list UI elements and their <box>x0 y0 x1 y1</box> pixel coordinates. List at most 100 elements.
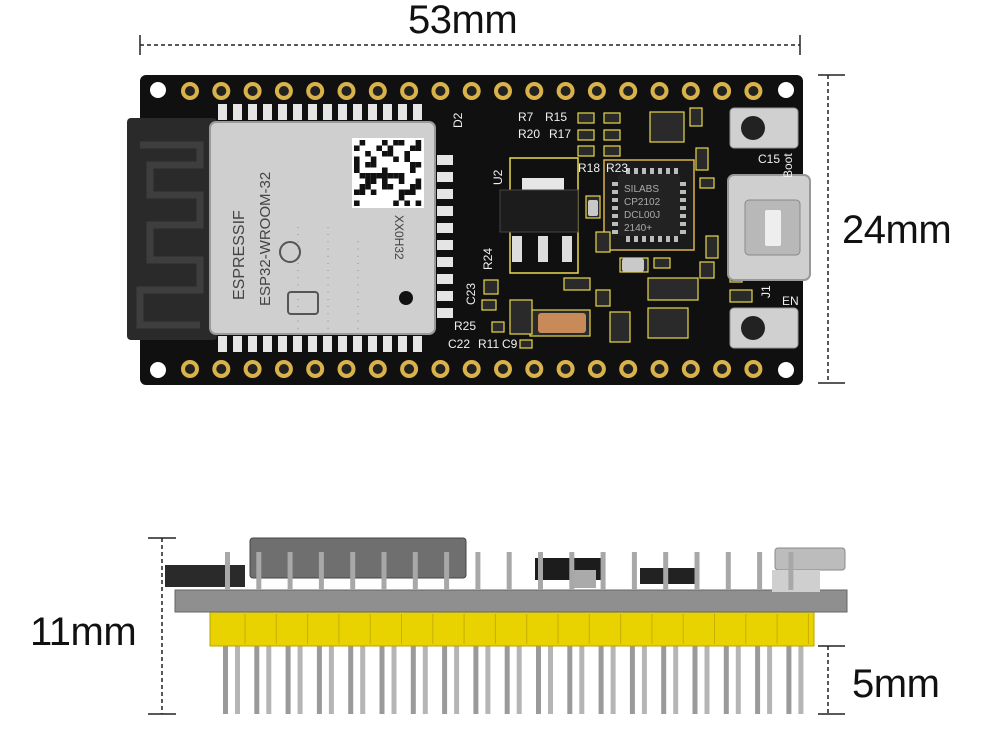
side-pin-tip <box>788 552 794 590</box>
label-boot: Boot <box>781 153 795 178</box>
boot-button-cap[interactable] <box>741 116 765 140</box>
module-brand: ESPRESSIF <box>231 210 248 300</box>
side-pin <box>254 646 260 714</box>
label-c15: C15 <box>758 152 780 166</box>
qr-cell <box>415 200 422 206</box>
chip-pin <box>612 198 618 202</box>
header-pin-hole <box>341 364 352 374</box>
smd-component <box>603 129 621 141</box>
header-pin-hole <box>372 86 383 96</box>
regulator-body <box>499 189 579 233</box>
side-pin-tip <box>381 552 387 590</box>
module-pad <box>383 336 392 352</box>
qr-cell <box>365 162 371 168</box>
side-pin-tip <box>725 552 731 590</box>
module-pad <box>368 104 377 120</box>
side-pin <box>348 646 354 714</box>
capacitor <box>538 313 586 333</box>
header-pin-hole <box>560 364 571 374</box>
module-pad <box>413 336 422 352</box>
label-r25: R25 <box>454 319 476 333</box>
header-pin-hole <box>529 86 540 96</box>
side-pin <box>379 646 385 714</box>
header-pin-hole <box>247 364 258 374</box>
header-pin-hole <box>435 364 446 374</box>
module-pad <box>263 336 272 352</box>
module-pad <box>218 104 227 120</box>
module-pad <box>278 104 287 120</box>
qr-cell <box>404 156 410 162</box>
width-dimension-label: 24mm <box>842 208 952 252</box>
top-dimension-line <box>139 35 801 55</box>
header-pin-hole <box>717 86 728 96</box>
header-pin-hole <box>185 364 195 374</box>
qr-cell <box>354 162 360 168</box>
qr-cell <box>359 173 366 179</box>
qr-cell <box>410 184 416 190</box>
side-pin <box>285 646 291 714</box>
qr-cell <box>382 167 388 173</box>
label-r18: R18 <box>578 161 600 175</box>
header-pin-hole <box>185 86 195 96</box>
side-pin <box>641 646 647 714</box>
smd-component <box>729 289 753 303</box>
header-pin-hole <box>717 364 728 374</box>
module-pads-top <box>218 104 422 120</box>
chip-pin <box>680 214 686 218</box>
en-button-cap[interactable] <box>741 316 765 340</box>
header-pins-bottom-row <box>181 360 763 378</box>
side-pin <box>223 646 228 714</box>
capacitor-side <box>570 570 596 588</box>
chip-pin <box>612 206 618 210</box>
smd-component <box>481 299 497 311</box>
wifi-logo-icon <box>287 291 319 315</box>
side-header-pins <box>223 646 804 714</box>
side-pin <box>579 646 585 714</box>
module-pad <box>437 308 453 318</box>
chip-pin <box>680 182 686 186</box>
label-j1: J1 <box>759 285 773 298</box>
qr-cell <box>387 145 394 151</box>
side-view-board <box>165 537 848 714</box>
side-pin <box>422 646 428 714</box>
side-pin <box>266 646 272 714</box>
chip-pin <box>634 168 638 174</box>
module-pad <box>323 104 332 120</box>
module-pad <box>323 336 332 352</box>
qr-cell <box>376 145 382 151</box>
module-pad <box>233 104 242 120</box>
smd-component <box>647 307 689 339</box>
module-pad <box>353 104 362 120</box>
side-pin-tip <box>757 552 763 590</box>
chip-pin <box>680 206 686 210</box>
chip-pin <box>674 236 678 242</box>
smd-component <box>563 277 591 291</box>
side-pin-tip <box>412 552 418 590</box>
qr-cell <box>376 173 382 179</box>
side-pin <box>504 646 510 714</box>
label-r23: R23 <box>606 161 628 175</box>
qr-cell <box>393 200 399 206</box>
height-dimension-label: 11mm <box>30 610 137 654</box>
qr-cell <box>415 145 422 151</box>
chip-pin <box>658 168 662 174</box>
module-pad <box>338 336 347 352</box>
label-r11: R11 <box>478 337 499 351</box>
side-pin <box>391 646 397 714</box>
smd-component <box>705 235 719 259</box>
regulator-lead <box>562 236 572 262</box>
module-pad <box>218 336 227 352</box>
antenna-edge <box>165 565 245 587</box>
chip-pin <box>674 168 678 174</box>
side-pin-tip <box>475 552 481 590</box>
passive-components <box>481 107 753 349</box>
smd-component <box>609 311 631 343</box>
side-pin-tip <box>444 552 450 590</box>
qr-cell <box>370 156 377 162</box>
smd-component <box>483 279 499 295</box>
qr-cell <box>398 173 405 179</box>
qr-cell <box>387 184 394 190</box>
module-pad <box>437 206 453 216</box>
header-pin-hole <box>623 86 634 96</box>
side-pin-tip <box>631 552 637 590</box>
